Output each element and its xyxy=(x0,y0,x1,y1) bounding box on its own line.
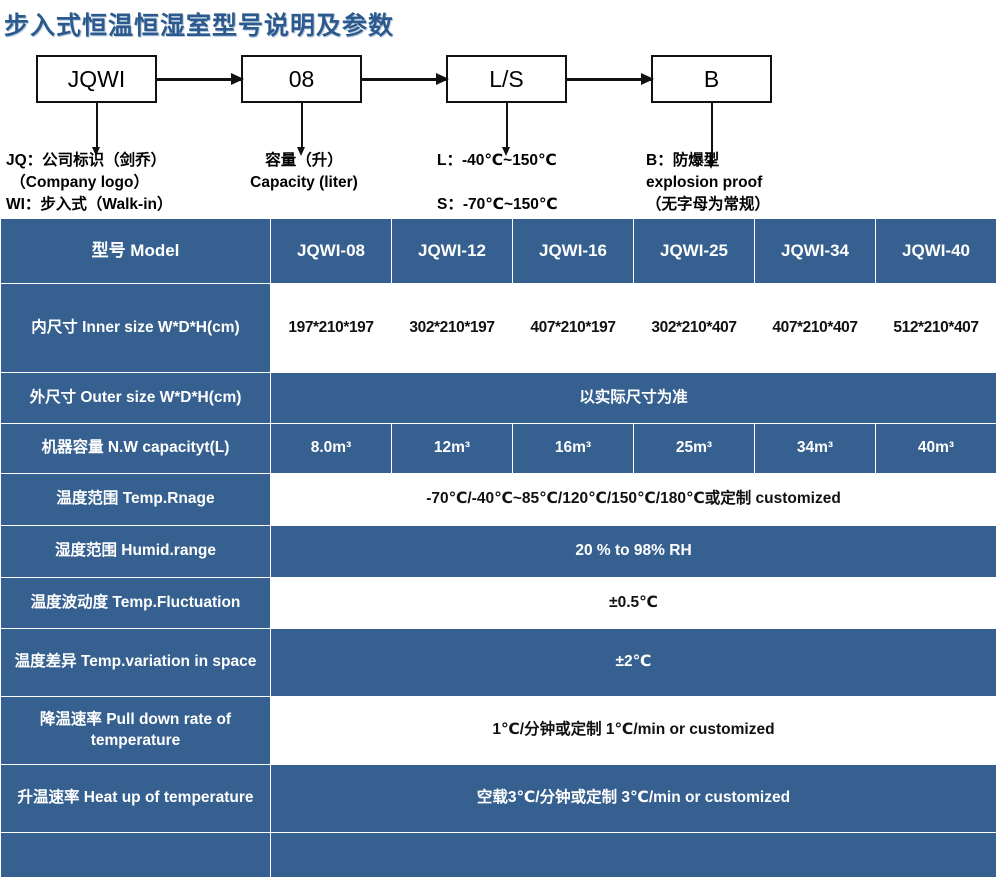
cell-cutoff-span xyxy=(271,833,996,878)
row-label-capacity: 机器容量 N.W capacityt(L) xyxy=(1,424,271,474)
header-cell-model-2: JQWI-16 xyxy=(513,219,634,284)
table-row-temp-variation: 温度差异 Temp.variation in space ±2℃ xyxy=(1,629,996,697)
row-label-humidity-range: 湿度范围 Humid.range xyxy=(1,526,271,578)
page-title: 步入式恒温恒湿室型号说明及参数 xyxy=(4,6,394,42)
table-row-pull-down-rate: 降温速率 Pull down rate of temperature 1℃/分钟… xyxy=(1,697,996,765)
table-row-capacity: 机器容量 N.W capacityt(L) 8.0m³ 12m³ 16m³ 25… xyxy=(1,424,996,474)
cell-pull-down-rate-span: 1℃/分钟或定制 1℃/min or customized xyxy=(271,697,996,765)
flow-box-jqwi: JQWI xyxy=(36,55,157,103)
table-header-row: 型号 Model JQWI-08 JQWI-12 JQWI-16 JQWI-25… xyxy=(1,219,996,284)
model-code-flow-diagram: JQWI 08 L/S B JQ：公司标识（剑乔） （Company logo）… xyxy=(0,46,996,218)
cell-capacity-2: 16m³ xyxy=(513,424,634,474)
flow-box-range-label: L/S xyxy=(489,66,524,93)
arrow-down-icon-2 xyxy=(301,103,303,148)
arrow-right-icon-2 xyxy=(362,78,446,81)
cell-inner-size-2: 407*210*197 xyxy=(513,284,634,373)
row-label-heat-up-rate: 升温速率 Heat up of temperature xyxy=(1,765,271,833)
row-label-temp-fluctuation: 温度波动度 Temp.Fluctuation xyxy=(1,578,271,629)
specification-table: 型号 Model JQWI-08 JQWI-12 JQWI-16 JQWI-25… xyxy=(0,218,996,878)
cell-temp-variation-span: ±2℃ xyxy=(271,629,996,697)
cell-capacity-4: 34m³ xyxy=(755,424,876,474)
row-label-temp-range: 温度范围 Temp.Rnage xyxy=(1,474,271,526)
table-row-temp-fluctuation: 温度波动度 Temp.Fluctuation ±0.5℃ xyxy=(1,578,996,629)
cell-capacity-1: 12m³ xyxy=(392,424,513,474)
cell-temp-fluctuation-span: ±0.5℃ xyxy=(271,578,996,629)
caption-jqwi: JQ：公司标识（剑乔） （Company logo） WI：步入式（Walk-i… xyxy=(6,150,172,216)
row-label-temp-variation: 温度差异 Temp.variation in space xyxy=(1,629,271,697)
row-label-inner-size: 内尺寸 Inner size W*D*H(cm) xyxy=(1,284,271,373)
header-cell-model-4: JQWI-34 xyxy=(755,219,876,284)
cell-inner-size-4: 407*210*407 xyxy=(755,284,876,373)
arrow-down-icon-3 xyxy=(506,103,508,148)
arrow-right-icon-3 xyxy=(567,78,651,81)
cell-humidity-range-span: 20 % to 98% RH xyxy=(271,526,996,578)
cell-inner-size-1: 302*210*197 xyxy=(392,284,513,373)
flow-box-explosion: B xyxy=(651,55,772,103)
cell-outer-size-span: 以实际尺寸为准 xyxy=(271,373,996,424)
cell-capacity-5: 40m³ xyxy=(876,424,996,474)
table-row-inner-size: 内尺寸 Inner size W*D*H(cm) 197*210*197 302… xyxy=(1,284,996,373)
flow-box-capacity: 08 xyxy=(241,55,362,103)
cell-inner-size-0: 197*210*197 xyxy=(271,284,392,373)
caption-explosion: B：防爆型 explosion proof （无字母为常规） xyxy=(646,150,770,216)
table-row-outer-size: 外尺寸 Outer size W*D*H(cm) 以实际尺寸为准 xyxy=(1,373,996,424)
table-row-cutoff xyxy=(1,833,996,878)
cell-capacity-0: 8.0m³ xyxy=(271,424,392,474)
flow-box-capacity-label: 08 xyxy=(289,66,315,93)
cell-inner-size-5: 512*210*407 xyxy=(876,284,996,373)
header-cell-model-5: JQWI-40 xyxy=(876,219,996,284)
header-cell-model-3: JQWI-25 xyxy=(634,219,755,284)
arrow-down-icon-1 xyxy=(96,103,98,148)
table-row-temp-range: 温度范围 Temp.Rnage -70℃/-40℃~85℃/120℃/150℃/… xyxy=(1,474,996,526)
arrow-right-icon-1 xyxy=(157,78,241,81)
header-cell-model-1: JQWI-12 xyxy=(392,219,513,284)
row-label-outer-size: 外尺寸 Outer size W*D*H(cm) xyxy=(1,373,271,424)
caption-range: L：-40℃~150℃ S：-70℃~150℃ xyxy=(437,150,558,216)
header-cell-model-0: JQWI-08 xyxy=(271,219,392,284)
row-label-cutoff xyxy=(1,833,271,878)
table-row-humidity-range: 湿度范围 Humid.range 20 % to 98% RH xyxy=(1,526,996,578)
cell-capacity-3: 25m³ xyxy=(634,424,755,474)
caption-capacity: 容量（升） Capacity (liter) xyxy=(214,150,394,194)
flow-box-explosion-label: B xyxy=(704,66,719,93)
table-row-heat-up-rate: 升温速率 Heat up of temperature 空载3℃/分钟或定制 3… xyxy=(1,765,996,833)
flow-box-jqwi-label: JQWI xyxy=(68,66,126,93)
cell-inner-size-3: 302*210*407 xyxy=(634,284,755,373)
cell-heat-up-rate-span: 空载3℃/分钟或定制 3℃/min or customized xyxy=(271,765,996,833)
header-cell-model-label: 型号 Model xyxy=(1,219,271,284)
flow-box-range: L/S xyxy=(446,55,567,103)
row-label-pull-down-rate: 降温速率 Pull down rate of temperature xyxy=(1,697,271,765)
cell-temp-range-span: -70℃/-40℃~85℃/120℃/150℃/180℃或定制 customiz… xyxy=(271,474,996,526)
